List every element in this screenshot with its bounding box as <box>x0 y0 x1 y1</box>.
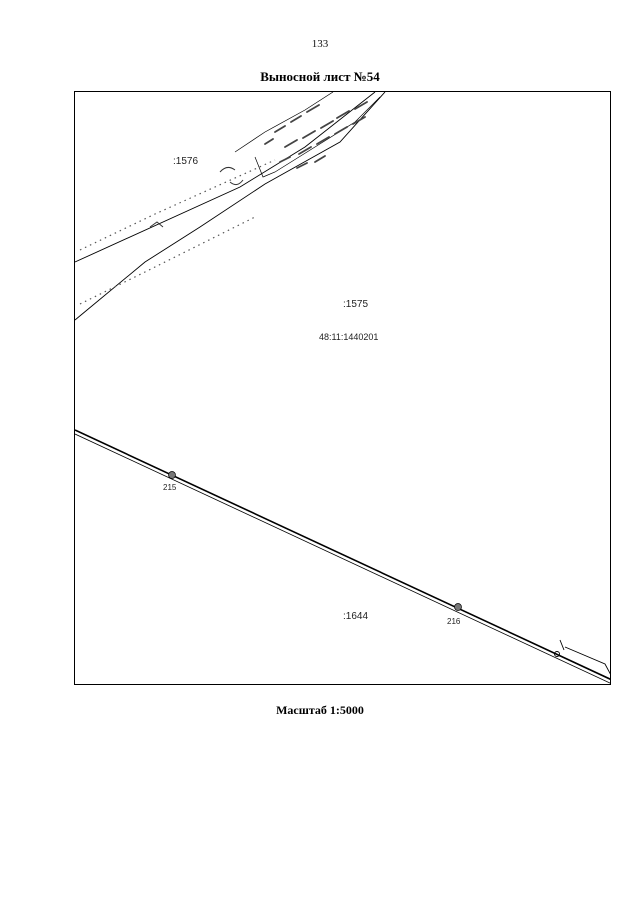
sheet-title: Выносной лист №54 <box>260 69 380 84</box>
boundary-line <box>75 429 610 684</box>
boundary-point-216 <box>454 603 462 611</box>
scale-caption: Масштаб 1:5000 <box>276 703 364 717</box>
map-frame: :1576 :1575 48:11:1440201 :1644 215 216 <box>74 91 611 685</box>
parcel-label-1576: :1576 <box>173 156 198 167</box>
boundary-point-215 <box>168 471 176 479</box>
terrain-symbols <box>149 166 244 228</box>
page-number: 133 <box>311 38 329 50</box>
road-strip <box>75 92 386 321</box>
parcel-label-1644: :1644 <box>343 611 368 622</box>
road-hatching <box>264 101 368 169</box>
parcel-label-1575: :1575 <box>343 299 368 310</box>
cadastral-map: :1576 :1575 48:11:1440201 :1644 215 216 <box>75 92 610 684</box>
point-label-216: 216 <box>447 617 461 626</box>
dotted-edge-lines <box>79 159 276 305</box>
structure-symbol <box>554 639 610 675</box>
quarter-label: 48:11:1440201 <box>319 332 378 342</box>
point-label-215: 215 <box>163 483 177 492</box>
